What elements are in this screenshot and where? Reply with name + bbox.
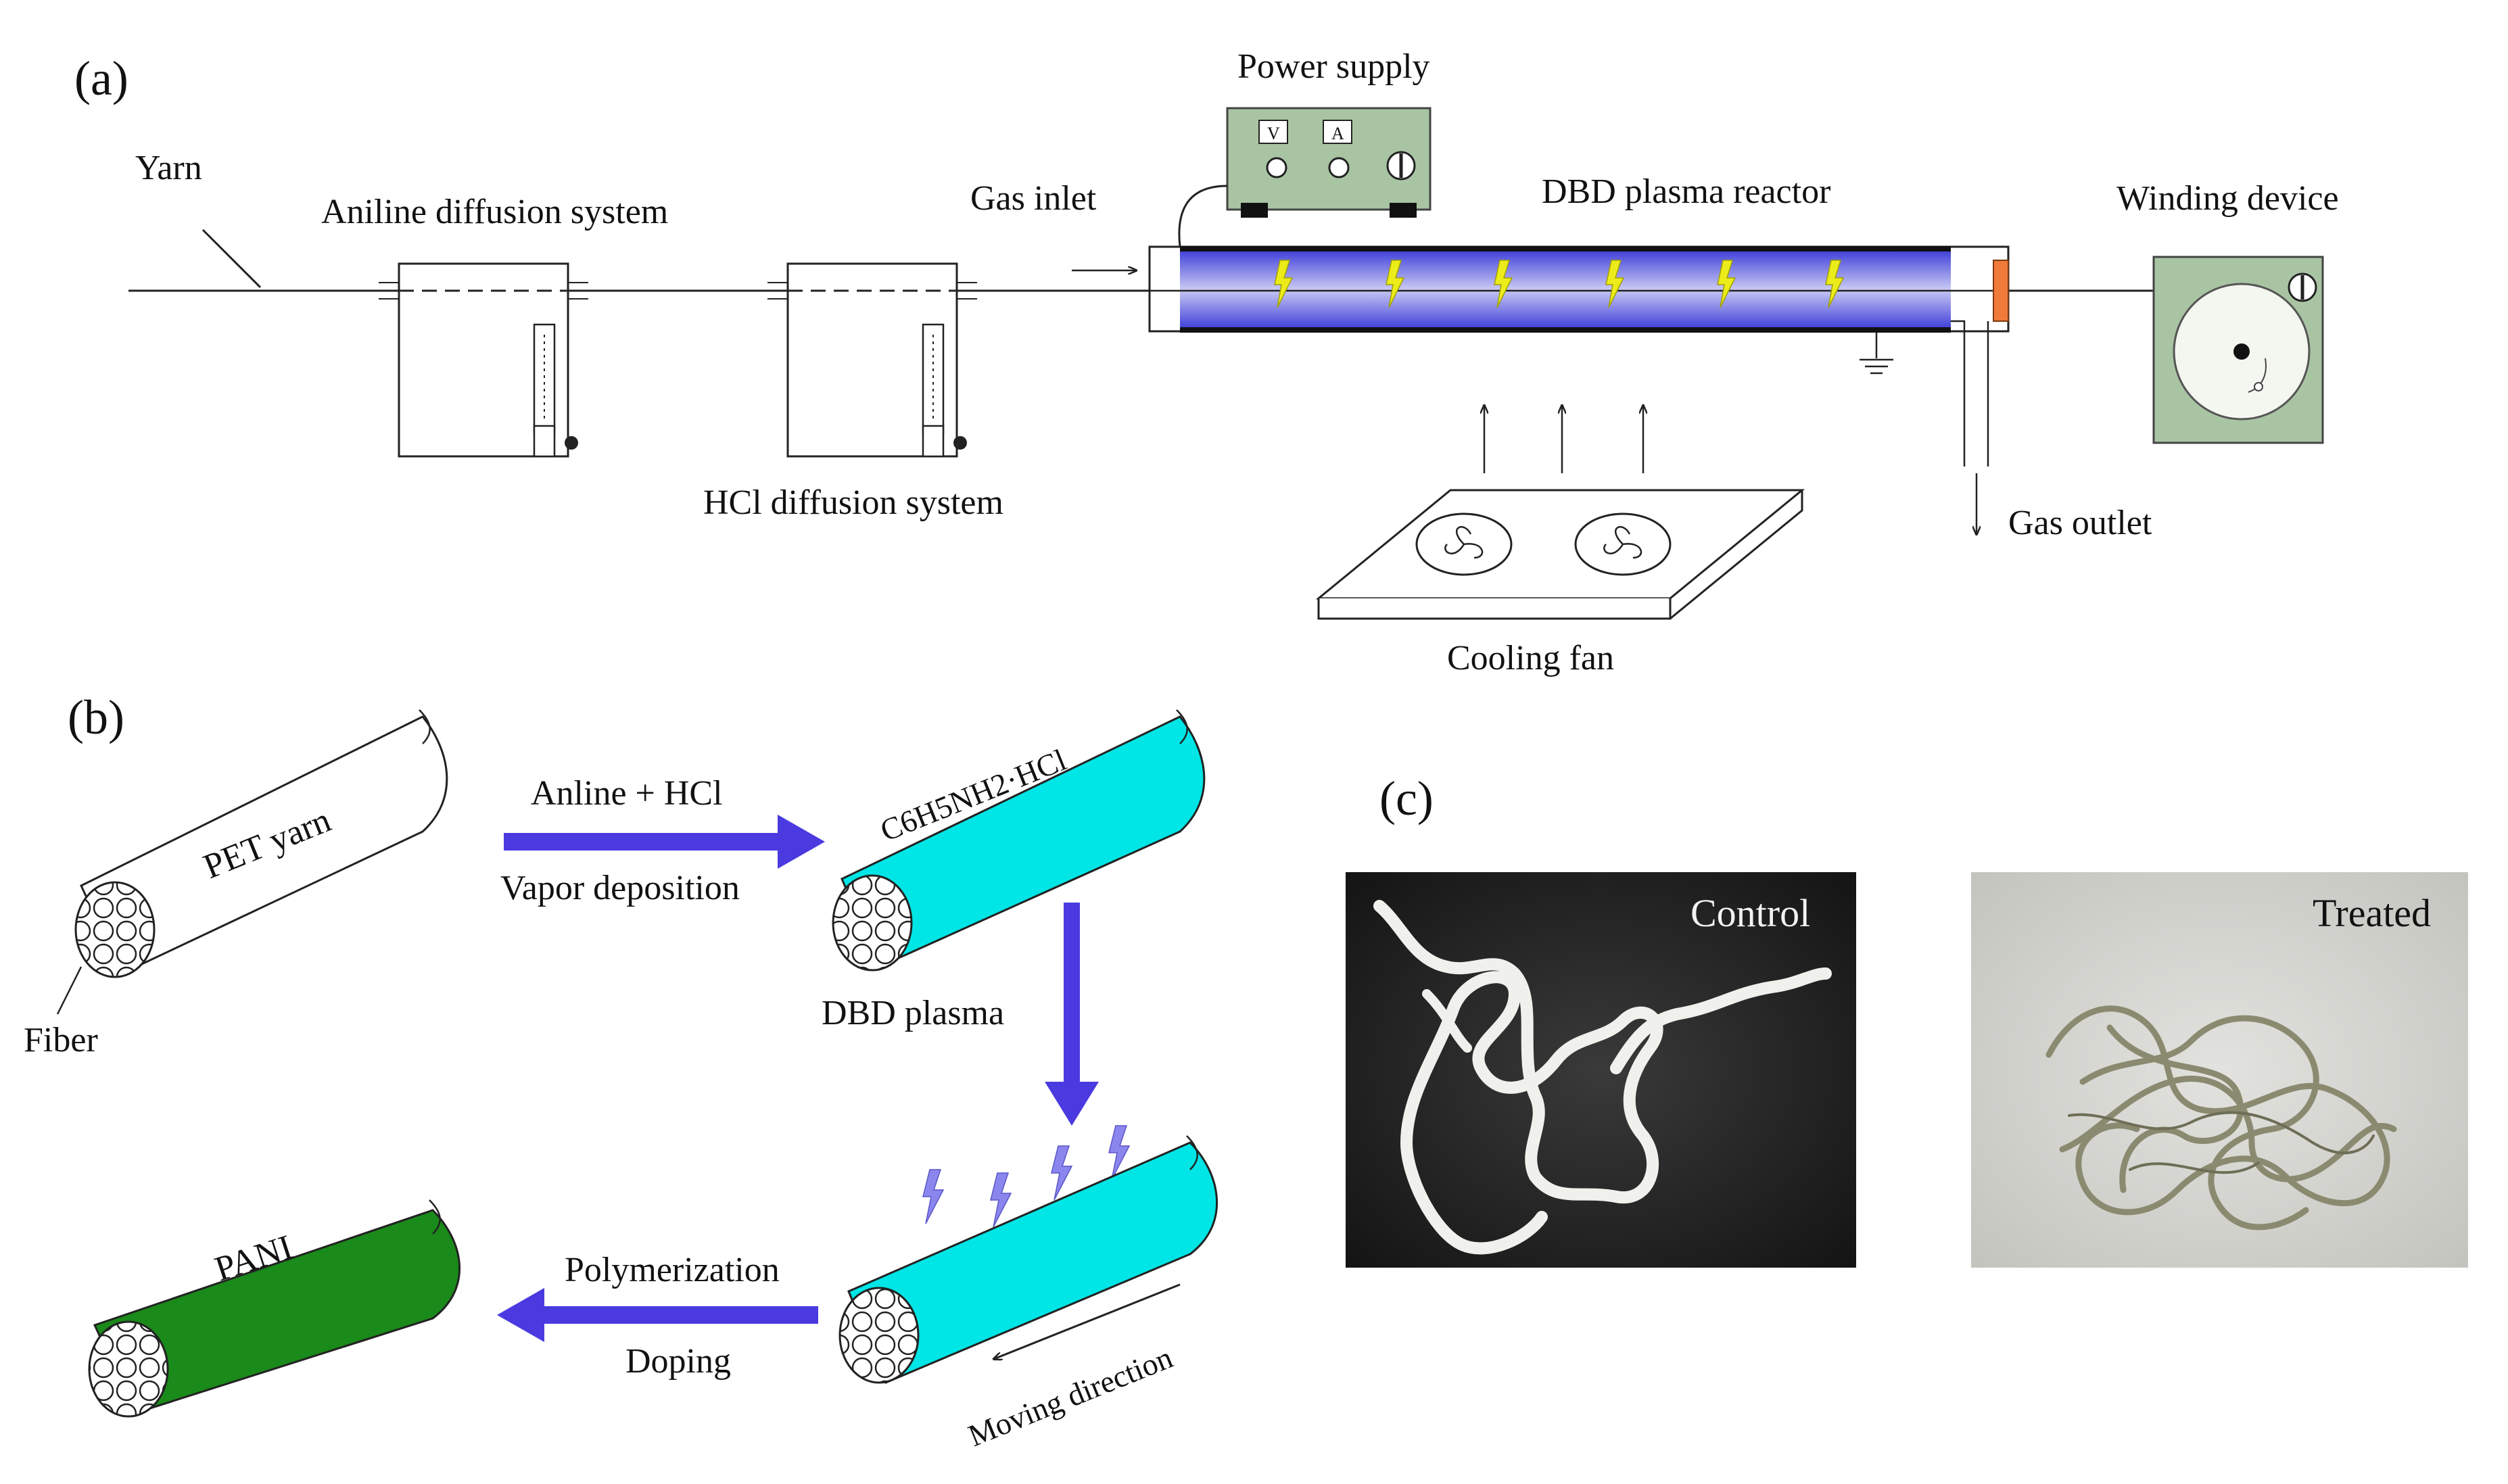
step2-label: DBD plasma — [822, 994, 1004, 1032]
gas-outlet-pipe — [1951, 320, 1989, 466]
step1-top-label: Anline + HCl — [531, 774, 723, 813]
fiber-pointer — [56, 966, 82, 1015]
gas-outlet-label: Gas outlet — [2008, 504, 2152, 542]
aniline-diffusion-label: Aniline diffusion system — [321, 193, 668, 231]
meter-v-label: V — [1267, 124, 1280, 143]
cooling-fan — [1315, 489, 1805, 620]
reactor-label: DBD plasma reactor — [1542, 172, 1830, 211]
panel-c-label: (c) — [1379, 771, 1434, 825]
aniline-diffusion-box — [379, 262, 588, 458]
winding-device — [2152, 256, 2324, 444]
moving-cylinder — [838, 1135, 1218, 1384]
power-supply-label: Power supply — [1237, 47, 1430, 86]
intermediate-cylinder — [832, 709, 1206, 972]
yarn-label: Yarn — [135, 149, 202, 187]
power-cable — [1178, 185, 1228, 247]
panel-a-label: (a) — [74, 51, 128, 105]
plasma-reactor — [1148, 245, 2010, 375]
control-label: Control — [1690, 891, 1810, 935]
step2-arrow — [1045, 903, 1099, 1126]
power-supply-box: V A — [1226, 107, 1432, 218]
panel-b: (b) PET yarn Fiber Anline + HCl Vapor de… — [24, 690, 1218, 1453]
panel-b-label: (b) — [68, 690, 124, 744]
step1-bottom-label: Vapor deposition — [500, 869, 740, 907]
step3-bottom-label: Doping — [625, 1342, 731, 1381]
panel-c: (c) Control Treated — [1346, 771, 2468, 1268]
pani-cylinder — [88, 1199, 461, 1418]
step3-arrow — [497, 1288, 818, 1342]
treated-label: Treated — [2313, 891, 2431, 935]
pet-yarn-cylinder — [74, 709, 448, 978]
control-photo — [1346, 872, 1856, 1268]
moving-direction-arrow — [994, 1283, 1181, 1359]
treated-photo — [1971, 872, 2468, 1268]
step1-arrow — [504, 815, 825, 869]
step3-top-label: Polymerization — [565, 1251, 780, 1289]
yarn-pointer — [202, 229, 262, 289]
winding-device-label: Winding device — [2116, 179, 2339, 218]
moving-direction-label: Moving direction — [964, 1340, 1177, 1453]
panel-a: (a) Yarn Aniline diffusion system — [74, 47, 2339, 677]
meter-a-label: A — [1331, 124, 1344, 143]
hcl-diffusion-box — [767, 262, 977, 458]
cooling-fan-label: Cooling fan — [1447, 639, 1614, 677]
cooling-airflow-arrows — [1484, 406, 1643, 473]
gas-inlet-label: Gas inlet — [970, 179, 1097, 218]
fiber-label: Fiber — [24, 1021, 98, 1059]
hcl-diffusion-label: HCl diffusion system — [703, 483, 1003, 522]
